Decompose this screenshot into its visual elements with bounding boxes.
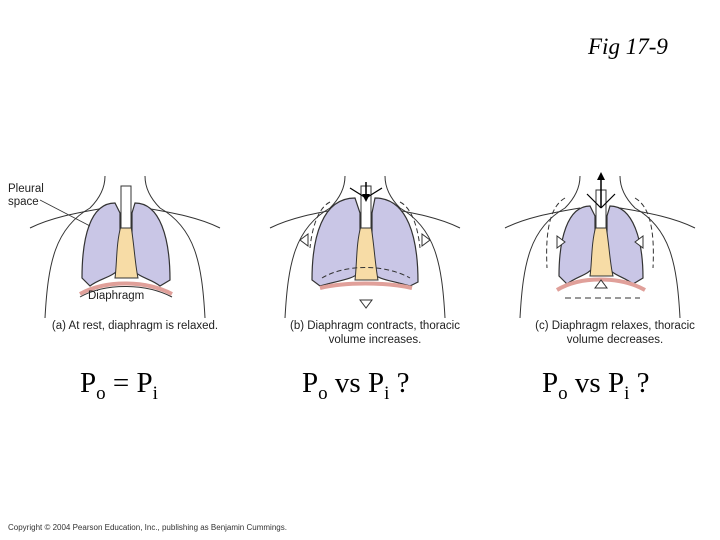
eq-a-left-sub: o [96,383,106,404]
eq-a-right: P [136,367,153,399]
expand-left-arrow-icon [299,233,309,247]
panel-inspiration [260,168,470,318]
right-lung [371,197,419,287]
eq-c-op: vs [567,367,608,399]
eq-c-right-sub: i [624,383,630,404]
right-lung [131,202,171,287]
eq-b-left: P [302,367,319,399]
pressure-equation-b: Po vs Pi ? [302,367,409,405]
eq-a-right-sub: i [152,383,158,404]
diaphragm-up-arrow-icon [594,279,608,289]
eq-b-op: vs [327,367,368,399]
diaphragm [79,281,173,296]
caption-panel-b-line1: (b) Diaphragm contracts, thoracic [289,320,460,332]
eq-c-suffix: ? [629,367,650,399]
eq-c-left-sub: o [558,383,568,404]
caption-panel-b: (b) Diaphragm contracts, thoracic volume… [270,319,480,347]
expand-right-arrow-icon [421,233,431,247]
heart [589,225,614,277]
diaphragm [555,277,646,292]
caption-panel-c: (c) Diaphragm relaxes, thoracic volume d… [510,319,720,347]
eq-a-op: = [105,367,137,399]
previous-diaphragm-outline [321,267,411,279]
pleural-space-line2: space [8,196,39,208]
eq-c-right: P [607,367,625,399]
caption-panel-c-line1: (c) Diaphragm relaxes, thoracic [535,320,695,332]
pleural-space-leader [39,199,91,227]
diaphragm-label: Diaphragm [88,290,145,302]
caption-panel-b-line2: volume increases. [328,334,422,346]
pressure-equation-a: Po = Pi [80,367,158,405]
eq-b-suffix: ? [389,367,410,399]
thorax-expiration-illustration [504,172,696,318]
diaphragm-down-arrow-icon [359,299,373,309]
caption-panel-c-line2: volume decreases. [566,334,664,346]
heart [114,225,139,279]
thorax-inspiration-illustration [269,175,461,318]
panel-expiration [495,168,705,318]
heart [354,225,379,281]
eq-a-left: P [80,367,97,399]
pressure-equation-c: Po vs Pi ? [542,367,649,405]
caption-panel-a: (a) At rest, diaphragm is relaxed. [30,319,240,333]
eq-b-right: P [367,367,385,399]
pleural-space-label: Pleural space [8,183,44,209]
thorax-at-rest-illustration [29,175,221,318]
contract-right-arrow-icon [634,235,644,249]
copyright-notice: Copyright © 2004 Pearson Education, Inc.… [8,523,287,532]
left-lung [558,205,596,285]
eq-b-right-sub: i [384,383,390,404]
eq-b-left-sub: o [318,383,328,404]
pleural-space-line1: Pleural [8,183,44,195]
caption-panel-a-line1: (a) At rest, diaphragm is relaxed. [51,320,219,332]
left-lung [311,197,361,287]
trachea [120,185,132,229]
contract-left-arrow-icon [556,235,566,249]
panel-at-rest [20,168,230,318]
eq-c-left: P [542,367,559,399]
figure-label: Fig 17-9 [588,34,668,59]
diaphragm [319,281,413,290]
left-lung [81,202,121,287]
